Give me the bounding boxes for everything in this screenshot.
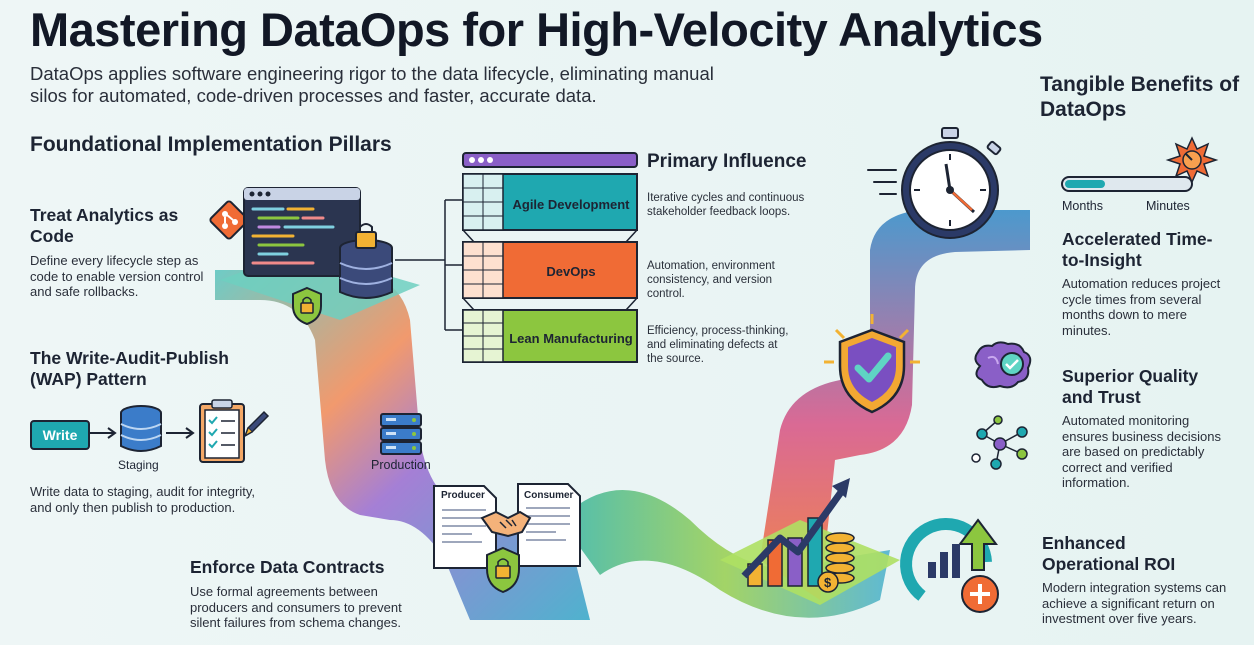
benefit-quality-title: Superior Quality and Trust: [1062, 366, 1199, 407]
wap-title: The Write-Audit-Publish (WAP) Pattern: [30, 348, 229, 389]
influence-connectors: [395, 199, 465, 331]
analytics-code-body: Define every lifecycle step as code to e…: [30, 253, 204, 299]
influence-lean-body: Efficiency, process-thinking, and elimin…: [647, 325, 789, 365]
influence-lean-label: Lean Manufacturing: [509, 331, 633, 346]
benefits-heading: Tangible Benefits of DataOps: [1040, 73, 1240, 121]
shield-lock-icon: [292, 286, 322, 326]
benefit-roi-body: Modern integration systems can achieve a…: [1042, 580, 1227, 626]
benefit-time-title: Accelerated Time-to-Insight: [1062, 229, 1213, 270]
contract-shield-icon: [486, 546, 520, 594]
network-nodes-icon: [971, 415, 1028, 470]
consumer-label: Consumer: [524, 490, 574, 501]
growth-chart-icon: $: [741, 478, 855, 593]
page-title: Mastering DataOps for High-Velocity Anal…: [30, 3, 1043, 56]
benefit-quality-body: Automated monitoring ensures business de…: [1062, 413, 1221, 490]
handshake-icon: [480, 510, 532, 538]
consumer-document-icon: [517, 483, 581, 567]
gauge-left-label: Months: [1062, 199, 1103, 213]
production-server-icon: [380, 413, 422, 455]
svg-text:$: $: [824, 575, 832, 590]
analytics-code-title: Treat Analytics as Code: [30, 205, 179, 246]
gauge-right-label: Minutes: [1146, 199, 1190, 213]
influence-agile-body: Iterative cycles and continuous stakehol…: [647, 192, 805, 218]
time-gauge: [1061, 136, 1219, 192]
wap-write-button: Write: [30, 420, 90, 450]
staging-database-icon: [120, 405, 162, 452]
producer-label: Producer: [441, 490, 485, 501]
wap-write-label: Write: [42, 427, 78, 443]
contracts-body: Use formal agreements between producers …: [190, 584, 402, 630]
quality-shield-icon: [824, 314, 920, 414]
influence-devops-label: DevOps: [546, 264, 596, 279]
git-icon: [209, 200, 249, 240]
influence-devops-body: Automation, environment consistency, and…: [647, 260, 775, 300]
contracts-title: Enforce Data Contracts: [190, 557, 385, 577]
wap-body: Write data to staging, audit for integri…: [30, 484, 255, 515]
audit-clipboard-icon: [199, 399, 270, 463]
production-label: Production: [371, 458, 431, 472]
wap-staging-label: Staging: [118, 458, 159, 472]
pillars-heading: Foundational Implementation Pillars: [30, 133, 392, 156]
benefit-roi-title: Enhanced Operational ROI: [1042, 533, 1176, 574]
benefit-time-body: Automation reduces project cycle times f…: [1062, 276, 1221, 338]
influence-agile-label: Agile Development: [512, 197, 630, 212]
intro-text: DataOps applies software engineering rig…: [30, 63, 714, 106]
influence-stack-frame: [462, 152, 638, 363]
code-editor-icon: [243, 187, 361, 277]
roi-growth-icon: [900, 518, 999, 613]
secure-database-icon: [339, 223, 393, 299]
wap-arrows: [88, 427, 195, 439]
brain-check-icon: [974, 341, 1032, 389]
stopwatch-icon: [867, 127, 1002, 239]
influence-heading: Primary Influence: [647, 151, 807, 172]
